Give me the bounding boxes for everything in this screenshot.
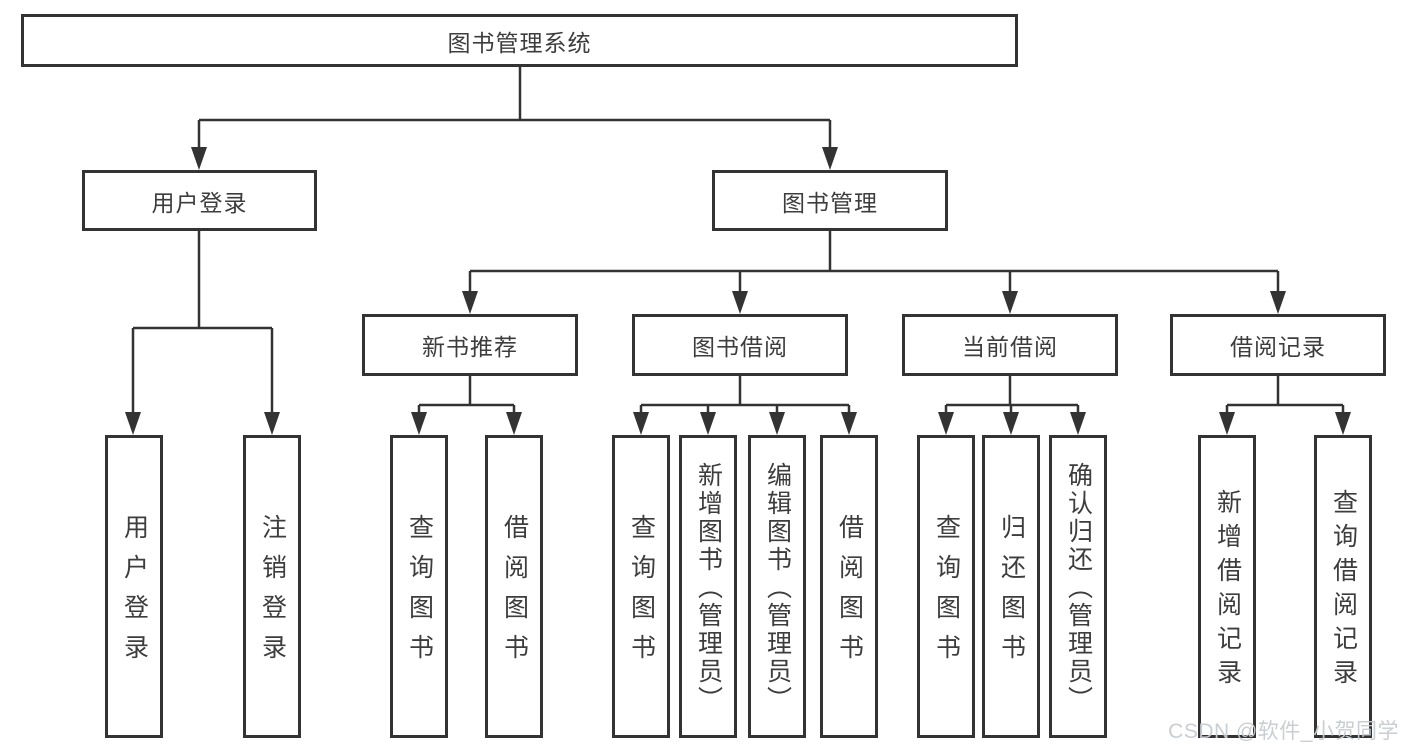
node-book-management: 图书管理	[712, 170, 948, 231]
arrowheads-level2	[191, 147, 838, 170]
node-user-login: 用户登录	[82, 170, 317, 231]
leaf-record-add: 新增借阅记录	[1198, 435, 1256, 738]
leaf-borrow-query-book: 查询图书	[612, 435, 670, 738]
node-borrow-record: 借阅记录	[1170, 314, 1386, 376]
watermark-text: CSDN @软件_小贺同学	[1168, 720, 1399, 743]
leaf-current-return-book: 归还图书	[982, 435, 1040, 738]
arrowheads-leaves	[411, 412, 1351, 435]
node-current-borrow: 当前借阅	[902, 314, 1118, 376]
leaf-borrow-edit-book: 编辑图书（管理员）	[748, 435, 806, 738]
leaf-current-query-book: 查询图书	[917, 435, 975, 738]
connector-bookmgmt-to-level3	[468, 231, 1280, 293]
leaf-borrow-borrow-book: 借阅图书	[820, 435, 878, 738]
leaf-record-query: 查询借阅记录	[1314, 435, 1372, 738]
leaf-recommend-borrow-book: 借阅图书	[485, 435, 543, 738]
connector-borrow-children	[639, 376, 851, 414]
leaf-recommend-query-book: 查询图书	[390, 435, 448, 738]
leaf-logout: 注销登录	[243, 435, 301, 738]
leaf-current-confirm-return: 确认归还（管理员）	[1049, 435, 1107, 738]
node-library-system: 图书管理系统	[21, 14, 1018, 67]
connector-root-to-level2	[197, 67, 832, 150]
connector-recommend-children	[417, 376, 516, 414]
leaf-borrow-add-book: 新增图书（管理员）	[679, 435, 737, 738]
connector-record-children	[1225, 376, 1345, 414]
arrowheads-userlogin-children	[125, 412, 280, 435]
arrowheads-level3	[462, 291, 1286, 314]
connector-userlogin-children	[131, 231, 274, 414]
node-book-borrow: 图书借阅	[632, 314, 848, 376]
node-new-book-recommend: 新书推荐	[362, 314, 578, 376]
leaf-user-login: 用户登录	[105, 435, 163, 738]
connector-current-children	[944, 376, 1080, 414]
